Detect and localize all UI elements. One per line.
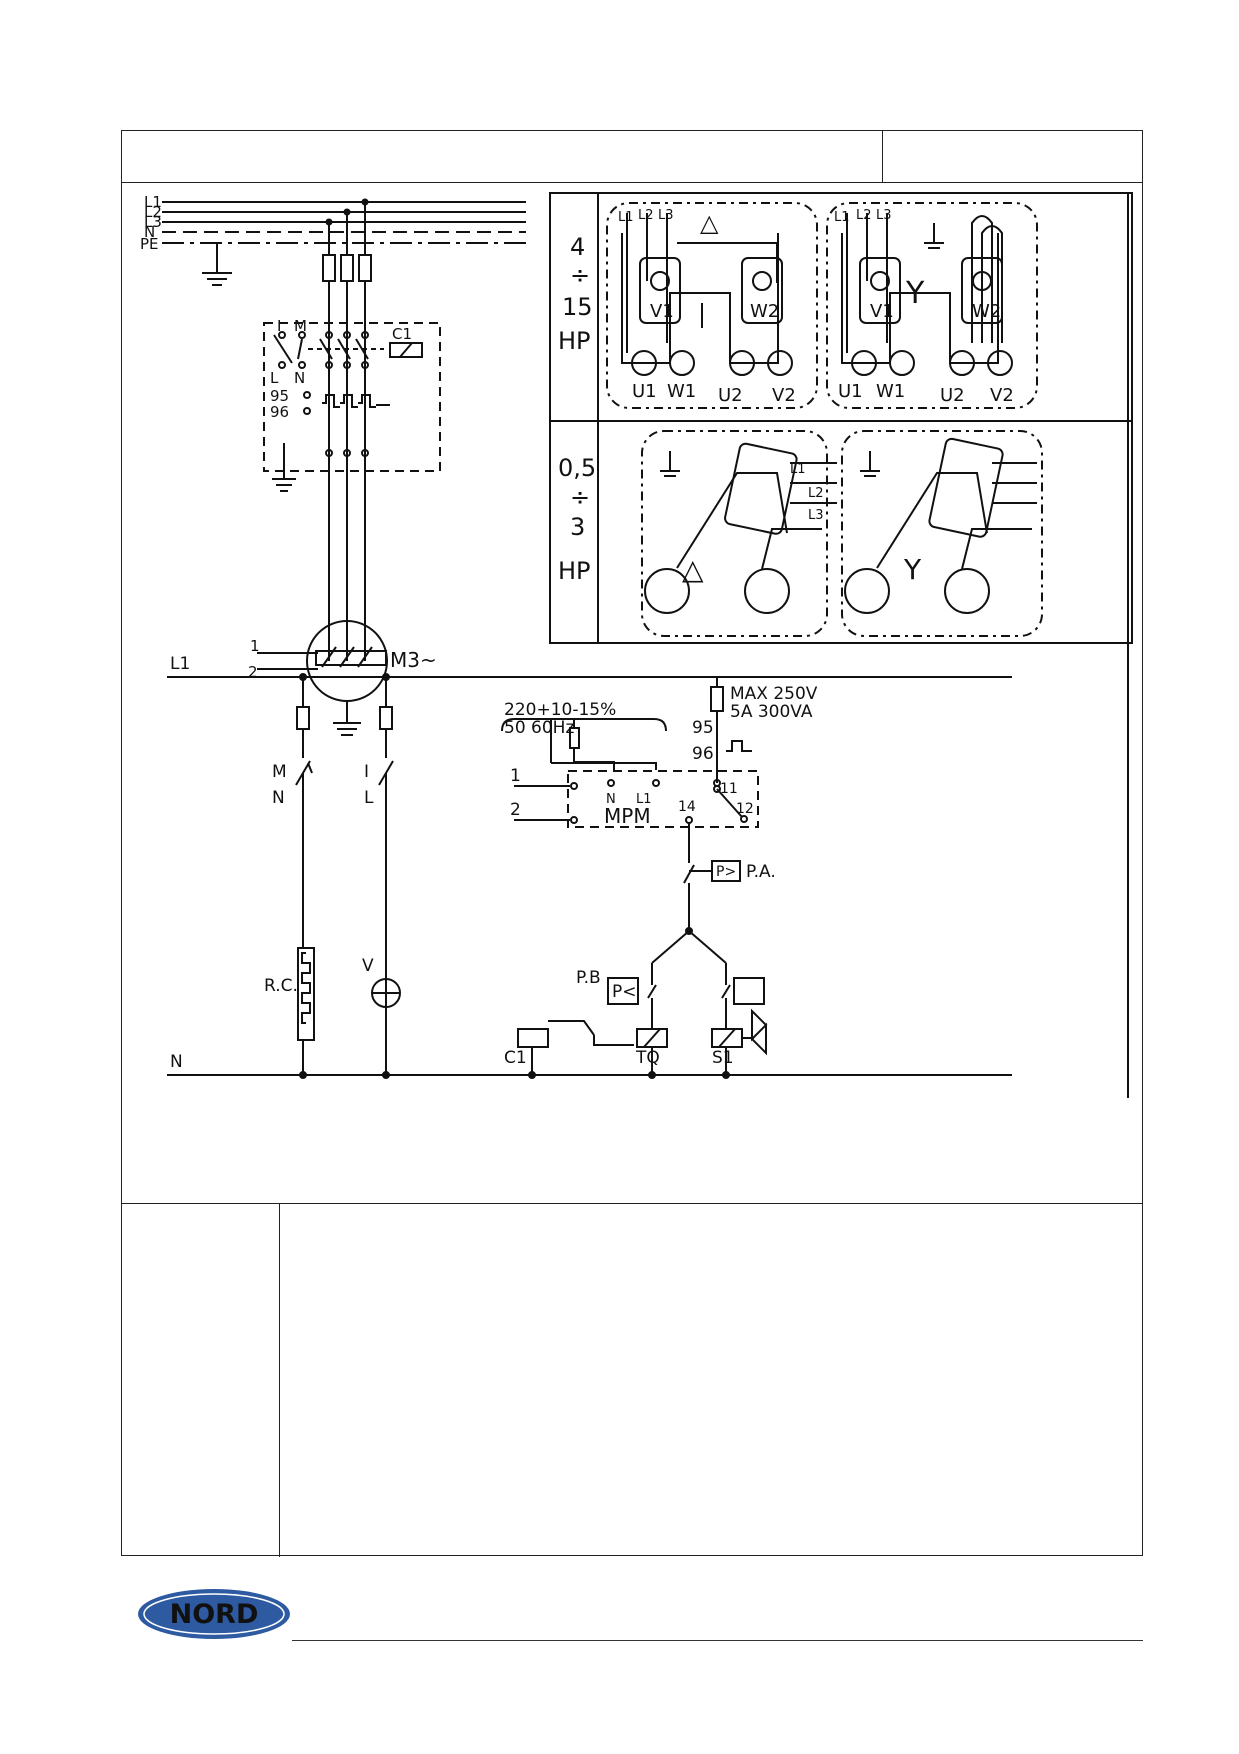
range-row2-div: ÷: [570, 483, 590, 511]
row1b-mid-w2: W2: [972, 301, 1001, 322]
range-row1-min: 4: [570, 233, 585, 261]
switch-label-m: M: [294, 317, 307, 335]
probe-input-2: 2: [510, 800, 521, 820]
component-c1: C1: [504, 1048, 527, 1068]
row1a-bottom-w1: W1: [667, 381, 696, 402]
mpm-term-12: 12: [736, 801, 754, 817]
range-row2-unit: HP: [558, 557, 591, 585]
mpm-term-l1: L1: [636, 792, 652, 807]
star-symbol-row1: Y: [905, 276, 925, 311]
row1b-bottom-w1: W1: [876, 381, 905, 402]
component-tq: TQ: [635, 1048, 660, 1068]
header-row: [122, 131, 1142, 183]
line-label-l3: L3: [144, 213, 162, 231]
range-row1-unit: HP: [558, 327, 591, 355]
wiring-diagram: L1 L2 L3 N PE I M L N C1 95 96 M3~ 1 2 4…: [140, 192, 1133, 1098]
notes-row: [122, 1203, 1142, 1557]
page-frame: L1 L2 L3 N PE I M L N C1 95 96 M3~ 1 2 4…: [121, 130, 1143, 1557]
relay-spec-max: MAX 250V: [730, 684, 818, 704]
row1b-term-l2: L2: [856, 208, 872, 223]
row1b-term-l3: L3: [876, 208, 892, 223]
line-label-pe: PE: [140, 235, 159, 253]
row1a-bottom-v2: V2: [772, 385, 796, 406]
overload-term-96: 96: [270, 403, 289, 421]
row1a-mid-w2: W2: [750, 301, 779, 322]
motor-label: M3~: [390, 648, 437, 672]
mpm-term-14: 14: [678, 799, 696, 815]
range-row1-div: ÷: [570, 261, 590, 289]
supply-spec-freq: 50 60Hz: [504, 718, 574, 738]
footer-rule: [292, 1640, 1143, 1641]
row1b-bottom-v2: V2: [990, 385, 1014, 406]
pb-symbol: P<: [612, 982, 637, 1002]
row1a-term-l3: L3: [658, 208, 674, 223]
row2-term-l1: L1: [790, 462, 806, 477]
nord-logo: NORD: [138, 1589, 290, 1639]
switch-n-label: N: [272, 788, 285, 808]
row1b-bottom-u2: U2: [940, 385, 965, 406]
probe-input-1: 1: [510, 766, 521, 786]
rail-label-l1: L1: [170, 654, 190, 674]
line-label-n: N: [144, 223, 155, 241]
switch-label-l: L: [270, 369, 279, 387]
component-v: V: [362, 956, 374, 976]
header-divider: [882, 131, 883, 183]
component-s1: S1: [712, 1048, 734, 1068]
line-label-l1: L1: [144, 193, 162, 211]
row1a-term-l1: L1: [618, 210, 634, 225]
notes-divider: [279, 1204, 280, 1557]
delta-symbol-row1: △: [700, 209, 719, 237]
row1b-bottom-u1: U1: [838, 381, 863, 402]
mpm-label: MPM: [604, 804, 651, 828]
row1b-mid-v1: V1: [870, 301, 894, 322]
switch-label-n: N: [294, 369, 305, 387]
relay-spec-rating: 5A 300VA: [730, 702, 813, 722]
rail-label-n: N: [170, 1052, 183, 1072]
row1b-term-l1: L1: [834, 210, 850, 225]
switch-m-label: M: [272, 762, 287, 782]
row1a-bottom-u2: U2: [718, 385, 743, 406]
switch-label-i: I: [277, 317, 281, 335]
row1a-term-l2: L2: [638, 208, 654, 223]
logo-text: NORD: [170, 1599, 259, 1630]
probe-term-1: 1: [250, 637, 260, 655]
switch-i-label: I: [364, 762, 369, 782]
range-row2-min: 0,5: [558, 454, 596, 482]
line-label-l2: L2: [144, 203, 162, 221]
switch-l-label: L: [364, 788, 374, 808]
delta-symbol-row2: △: [682, 553, 704, 586]
mpm-term-11: 11: [720, 781, 738, 797]
pa-label: P.A.: [746, 862, 776, 882]
range-row2-max: 3: [570, 513, 585, 541]
star-symbol-row2: Y: [903, 553, 922, 586]
mpm-term-n: N: [606, 792, 616, 807]
row2-term-l3: L3: [808, 508, 824, 523]
contactor-label: C1: [392, 325, 412, 343]
row1a-bottom-u1: U1: [632, 381, 657, 402]
relay-term-96: 96: [692, 744, 714, 764]
probe-term-2: 2: [248, 663, 258, 681]
range-row1-max: 15: [562, 293, 593, 321]
supply-spec-voltage: 220+10-15%: [504, 700, 616, 720]
relay-term-95: 95: [692, 718, 714, 738]
component-rc: R.C.: [264, 976, 298, 996]
pb-label: P.B: [576, 968, 601, 988]
row1a-mid-v1: V1: [650, 301, 674, 322]
row2-term-l2: L2: [808, 486, 824, 501]
pa-symbol: P>: [716, 864, 736, 880]
overload-term-95: 95: [270, 387, 289, 405]
